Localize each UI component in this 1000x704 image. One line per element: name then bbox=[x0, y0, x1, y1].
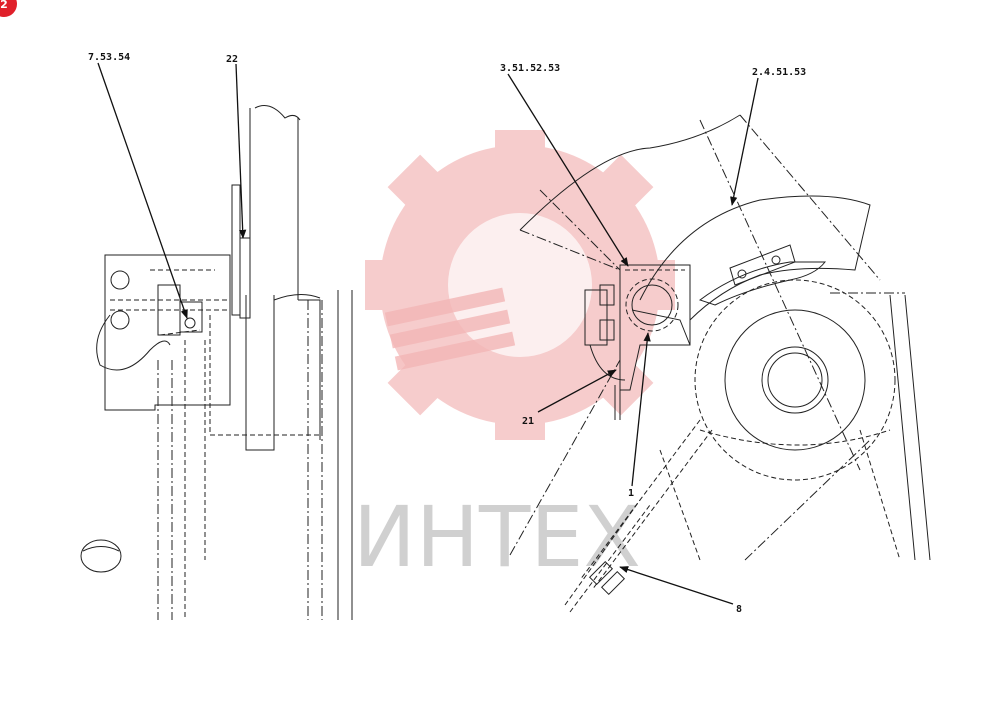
callout-1: 1 bbox=[628, 488, 634, 499]
gear-icon bbox=[365, 130, 675, 440]
watermark-text: ИНТЕХ bbox=[353, 488, 641, 586]
page-number: 2 bbox=[0, 0, 8, 11]
callout-3-51-52-53: 3.51.52.53 bbox=[500, 63, 560, 74]
callout-2-4-51-53: 2.4.51.53 bbox=[752, 67, 806, 78]
leader-2-4-51-53 bbox=[730, 77, 759, 206]
leader-3-51-52-53 bbox=[507, 73, 629, 267]
right-view-assembly bbox=[509, 114, 931, 613]
watermark-logo: ИНТЕХ bbox=[353, 130, 675, 586]
callout-21: 21 bbox=[522, 416, 534, 427]
leader-22 bbox=[235, 63, 247, 239]
callout-7-53-54: 7.53.54 bbox=[88, 52, 130, 63]
leader-lines bbox=[97, 62, 759, 605]
callout-labels: 7.53.54 22 3.51.52.53 2.4.51.53 21 1 8 bbox=[88, 52, 806, 615]
callout-22: 22 bbox=[226, 54, 238, 65]
page-number-badge: 2 bbox=[0, 0, 17, 17]
leader-1 bbox=[631, 332, 651, 487]
callout-8: 8 bbox=[736, 604, 742, 615]
leader-7-53-54 bbox=[97, 62, 188, 319]
left-view-assembly bbox=[80, 105, 353, 620]
leader-21 bbox=[537, 369, 617, 413]
leader-8 bbox=[619, 566, 734, 605]
